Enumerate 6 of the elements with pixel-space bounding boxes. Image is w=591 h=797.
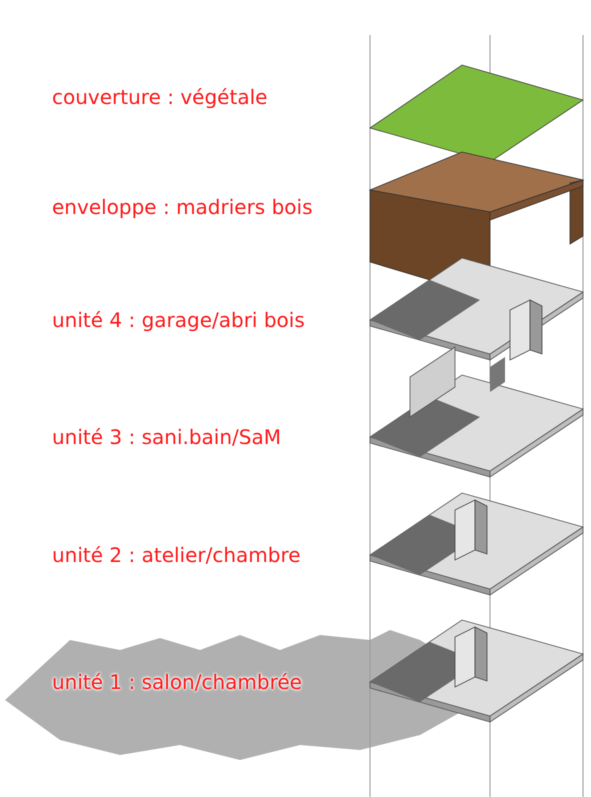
layer-label: unité 2 : atelier/chambre [52, 543, 301, 567]
layer-label: enveloppe : madriers bois [52, 195, 312, 219]
layer-label: unité 4 : garage/abri bois [52, 308, 305, 332]
layer-label: couverture : végétale [52, 85, 268, 109]
layer-label: unité 1 : salon/chambrée [52, 670, 302, 694]
layer-label: unité 3 : sani.bain/SaM [52, 425, 281, 449]
